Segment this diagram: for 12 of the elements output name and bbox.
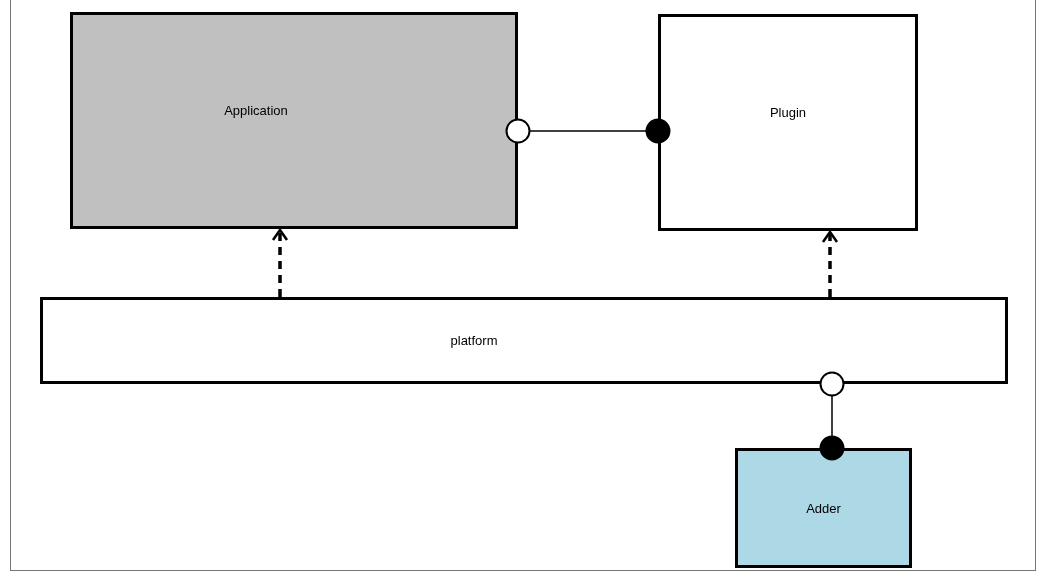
component-label: Application — [224, 103, 288, 118]
component-label: Adder — [806, 500, 841, 516]
component-label: platform — [450, 333, 498, 348]
component-label: Plugin — [769, 105, 807, 120]
dependency-arrow — [271, 228, 289, 297]
component-box — [735, 448, 912, 568]
interface-connector — [505, 118, 671, 144]
component-box — [70, 12, 518, 229]
dependency-arrow — [821, 230, 839, 297]
component-box — [40, 297, 1008, 384]
component-box — [658, 14, 918, 231]
interface-connector — [819, 371, 845, 461]
